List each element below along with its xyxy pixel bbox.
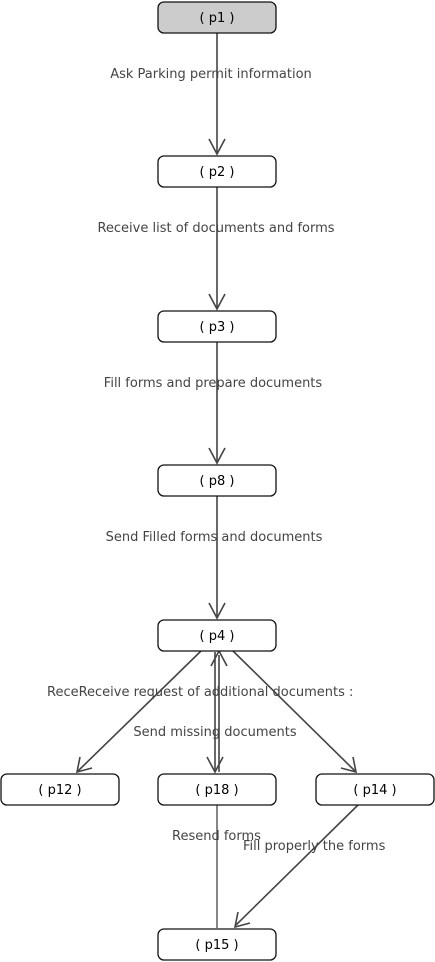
edge-label-p4-out: ReceReceive request of additional docume… <box>47 685 353 700</box>
arrowhead-p14 <box>340 756 358 774</box>
node-p8[interactable]: ( p8 ) <box>157 464 277 497</box>
node-label-p12: ( p12 ) <box>38 783 81 798</box>
node-label-p2: ( p2 ) <box>200 165 235 180</box>
node-p18[interactable]: ( p18 ) <box>157 773 277 806</box>
node-label-p8: ( p8 ) <box>200 474 235 489</box>
edge-label-p18-p15: Resend forms <box>172 829 261 844</box>
node-p2[interactable]: ( p2 ) <box>157 155 277 188</box>
arrowhead-p3 <box>208 293 226 311</box>
edge-p4-p12 <box>77 650 202 772</box>
node-label-p1: ( p1 ) <box>200 11 235 26</box>
edge-label-p14-p15: Fill properly the forms <box>243 839 386 854</box>
edge-label-p3-p8: Fill forms and prepare documents <box>104 376 323 391</box>
node-p15[interactable]: ( p15 ) <box>157 928 277 961</box>
edge-label-p2-p3: Receive list of documents and forms <box>97 221 334 236</box>
arrowhead-p8 <box>208 447 226 465</box>
edge-p14-p15 <box>235 804 359 926</box>
arrowhead-p4 <box>208 602 226 620</box>
node-p14[interactable]: ( p14 ) <box>315 773 435 806</box>
arrowhead-p12 <box>75 756 93 774</box>
node-p1[interactable]: ( p1 ) <box>157 1 277 34</box>
arrowhead-p2 <box>208 138 226 156</box>
node-label-p4: ( p4 ) <box>200 629 235 644</box>
arrowhead-p15 <box>233 911 251 929</box>
node-label-p3: ( p3 ) <box>200 320 235 335</box>
edge-p4-p14 <box>232 650 356 772</box>
node-p3[interactable]: ( p3 ) <box>157 310 277 343</box>
node-label-p15: ( p15 ) <box>195 938 238 953</box>
node-p12[interactable]: ( p12 ) <box>0 773 120 806</box>
node-p4[interactable]: ( p4 ) <box>157 619 277 652</box>
node-label-p18: ( p18 ) <box>195 783 238 798</box>
edge-label-p1-p2: Ask Parking permit information <box>110 67 312 82</box>
arrowhead-p18 <box>206 756 224 774</box>
node-label-p14: ( p14 ) <box>353 783 396 798</box>
edge-label-p18-p4: Send missing documents <box>133 725 297 740</box>
edge-label-p8-p4: Send Filled forms and documents <box>106 530 323 545</box>
